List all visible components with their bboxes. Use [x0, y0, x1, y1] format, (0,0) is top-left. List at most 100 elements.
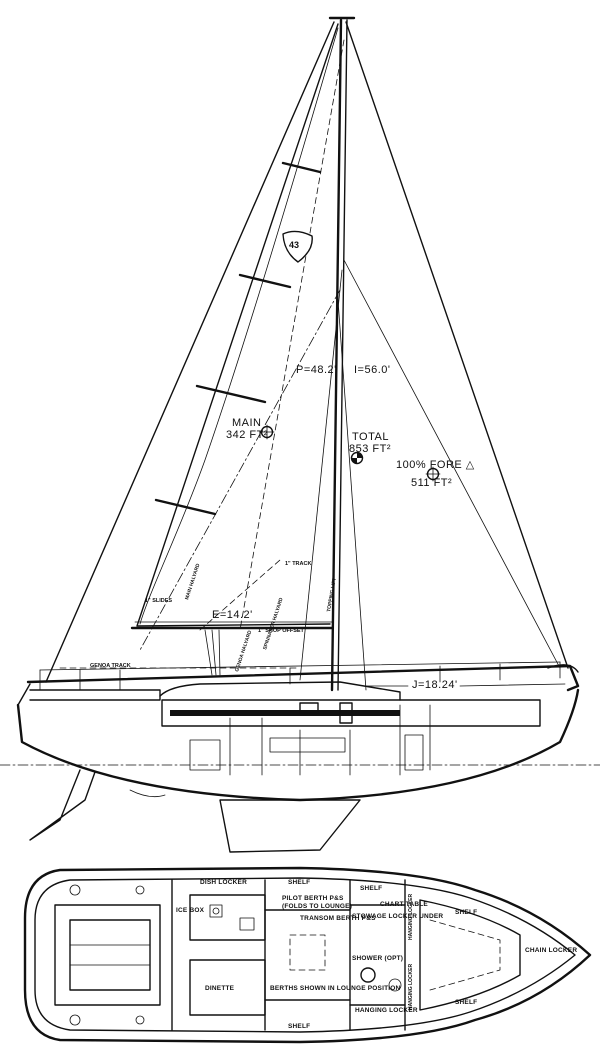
v-berth-cushion: [429, 919, 501, 991]
basin-icon: [388, 978, 402, 992]
berths-note-label: BERTHS SHOWN IN LOUNGE POSITION: [270, 985, 401, 992]
main-centroid-icon: [259, 424, 275, 440]
accommodation-plan: DISH LOCKER SHELF SHELF SHELF SHELF SHEL…: [23, 866, 592, 1044]
chain-locker-label: CHAIN LOCKER: [525, 947, 577, 954]
track-label: 1" TRACK: [285, 561, 311, 567]
port-light-2: [299, 702, 319, 714]
class-logo: 43: [282, 230, 313, 263]
rudder: [29, 769, 96, 841]
hull-profile: [0, 661, 600, 853]
winch-port: [69, 884, 81, 896]
stanchions: [39, 661, 561, 691]
galley: [189, 894, 266, 941]
hull-bottom: [16, 688, 580, 802]
stowage-locker-label: STOWAGE LOCKER UNDER: [352, 913, 443, 920]
locker-fronts: [349, 904, 406, 1006]
shelf-bottom-label: SHELF: [288, 1023, 310, 1030]
genoa-leech: [239, 39, 345, 631]
galley-unit: [189, 739, 221, 771]
shelf-top-label: SHELF: [288, 879, 310, 886]
dinette-label: DINETTE: [205, 985, 235, 992]
p-dimension: P=48.2': [296, 364, 337, 376]
toilet-icon: [360, 967, 376, 983]
cockpit-coaming: [29, 689, 161, 701]
backstay: [45, 21, 335, 683]
sheer-line: [26, 664, 580, 692]
mainsail: [136, 23, 339, 627]
burner-icon: [212, 907, 220, 915]
i-dimension: I=56.0': [354, 364, 391, 376]
cabin-top: [159, 681, 401, 701]
bulkheads: [229, 704, 431, 776]
stove-icon: [209, 904, 223, 918]
winch-starboard-2: [135, 1015, 145, 1025]
batten-3: [195, 384, 267, 404]
v-berth: [419, 899, 521, 1011]
saloon-table: [289, 934, 326, 971]
total-area: 853 FT²: [349, 443, 391, 455]
cockpit-sole: [69, 919, 151, 991]
deck-outline: [23, 866, 592, 1044]
port-light-1: [339, 702, 353, 724]
keel: [219, 799, 361, 853]
propeller-shaft: [129, 789, 166, 798]
transom-berth-label: TRANSOM BERTH P&S: [300, 915, 376, 922]
inner-hull-outline: [34, 877, 576, 1033]
e-dimension: E=14.2': [212, 609, 253, 621]
slides-label: 1" SLIDES: [145, 598, 172, 604]
spinnaker-pole-line: [139, 289, 341, 651]
batten-4: [154, 498, 217, 516]
logo-number: 43: [289, 240, 299, 250]
sink-icon: [239, 917, 255, 931]
inner-forestay: [343, 259, 561, 669]
settee-fronts: [264, 909, 351, 1001]
shelf-top2-label: SHELF: [360, 885, 382, 892]
batten-1: [281, 161, 322, 174]
halyard-label-4: TOPPING LIFT: [326, 577, 338, 612]
mast-aft-face: [337, 19, 348, 691]
j-dimension: J=18.24': [412, 679, 458, 691]
lifeline: [39, 661, 561, 671]
ice-box-label: ICE BOX: [176, 907, 205, 914]
batten-2: [238, 273, 292, 289]
total-label: TOTAL: [352, 431, 389, 443]
interior-band: [161, 699, 541, 727]
settee: [269, 737, 346, 753]
halyard-label-2: GENOA HALYARD: [234, 629, 253, 672]
main-area: 342 FT²: [226, 429, 268, 441]
interior-shelf: [170, 710, 400, 716]
shelf-fwd-top-label: SHELF: [455, 909, 477, 916]
halyard-label-1: MAIN HALYARD: [184, 563, 201, 601]
locker-unit: [404, 734, 424, 771]
main-label: MAIN: [232, 417, 262, 429]
shroud-1: [299, 269, 343, 681]
winch-port-2: [135, 885, 145, 895]
shroud-2: [337, 299, 367, 691]
j-dimension-line: [365, 683, 566, 687]
cockpit: [54, 904, 161, 1006]
cockpit-seats: [69, 944, 151, 966]
shower-label: SHOWER (OPT): [352, 955, 403, 962]
pilot-berth-note: (FOLDS TO LOUNGE): [282, 903, 352, 910]
total-centroid-icon: [350, 451, 364, 465]
shelf-fwd-bottom-label: SHELF: [455, 999, 477, 1006]
chart-table-label: CHART TABLE: [380, 901, 428, 908]
main-leech: [139, 27, 339, 625]
pilot-berth-label: PILOT BERTH P&S: [282, 895, 344, 902]
shop-offset-label: 1" SHOP OFFSET: [258, 628, 305, 634]
mast: [330, 18, 343, 692]
hanging-locker-top-label: HANGING LOCKER: [408, 964, 414, 1011]
hanging-locker-vert-label: HANGING LOCKER: [408, 894, 414, 941]
fore-label: 100% FORE △: [396, 459, 475, 471]
sail-plan: 43 P=48.2' I=56.0' MAIN 342 FT² TOTAL 85…: [45, 16, 569, 692]
dish-locker-label: DISH LOCKER: [200, 879, 247, 886]
hanging-locker-bottom-label: HANGING LOCKER: [355, 1007, 418, 1014]
winch-starboard: [69, 1014, 81, 1026]
transom: [17, 683, 31, 706]
fore-centroid-icon: [425, 466, 441, 482]
halyard-label-3: SPINNAKER HALYARD: [262, 597, 285, 651]
genoa-track-label: GENOA TRACK: [90, 663, 131, 669]
bow-pulpit: [547, 664, 579, 673]
